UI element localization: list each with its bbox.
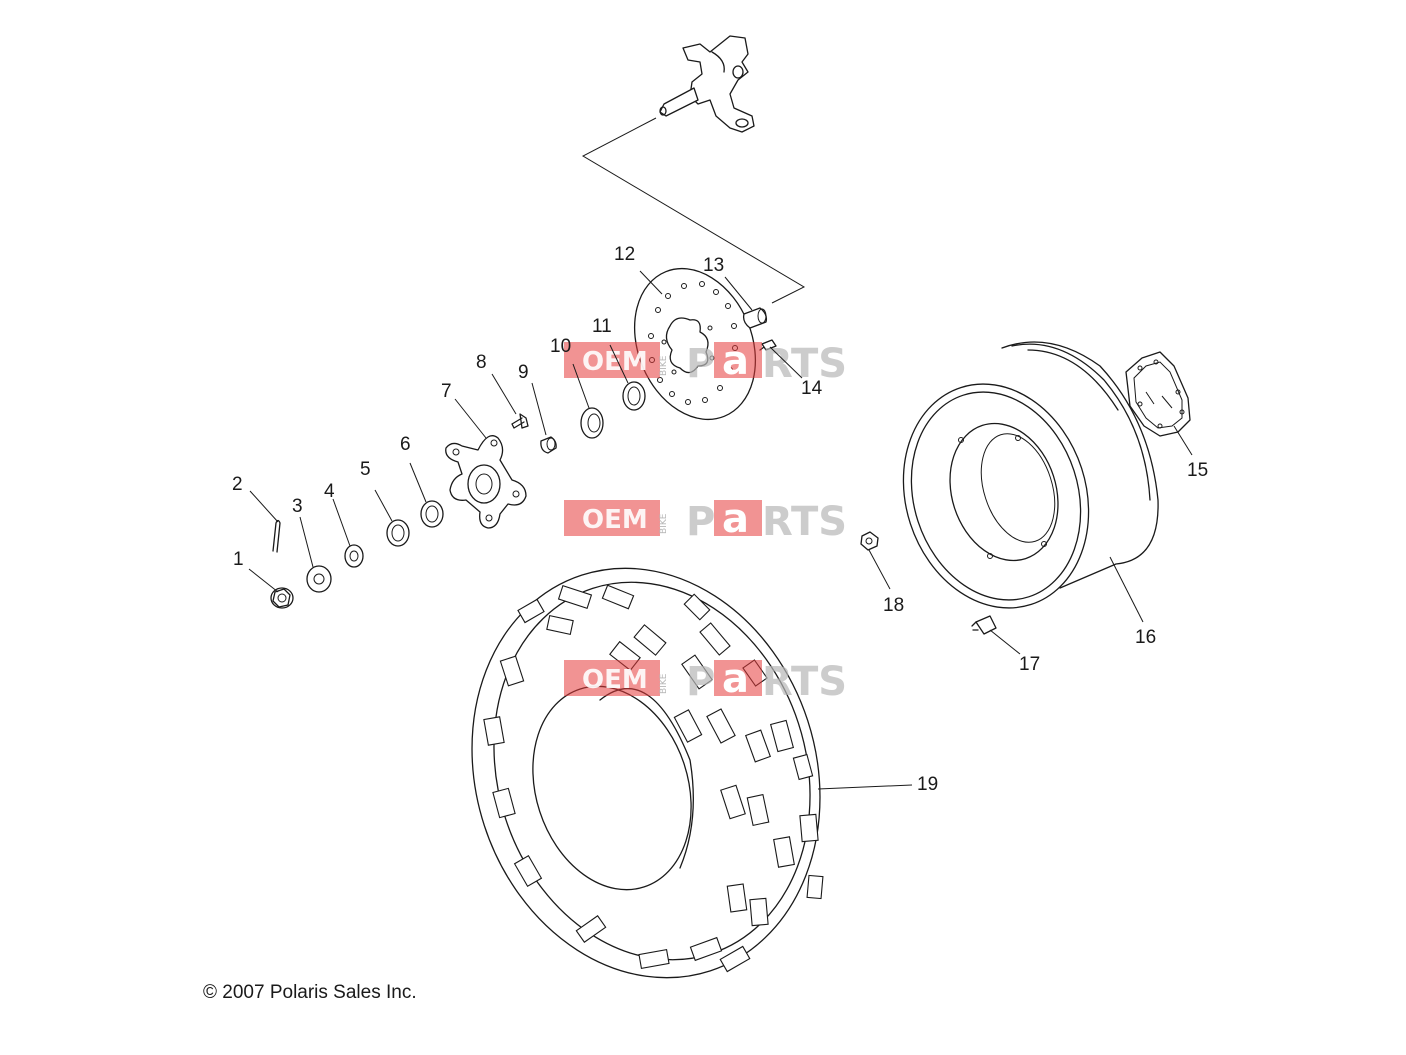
part-17-valve-stem	[971, 615, 997, 635]
svg-text:P: P	[686, 659, 715, 705]
part-18-lug-nut	[860, 531, 879, 551]
copyright-notice: © 2007 Polaris Sales Inc.	[203, 982, 417, 1003]
part-10-bearing	[580, 407, 604, 439]
callout-16: 16	[1135, 627, 1156, 648]
callout-10: 10	[550, 336, 571, 357]
svg-text:BIKE: BIKE	[659, 673, 669, 694]
watermark-bottom: OEM BIKE P a RTS	[564, 656, 847, 705]
part-11-seal	[622, 381, 646, 411]
svg-text:RTS: RTS	[762, 499, 847, 545]
svg-text:BIKE: BIKE	[659, 355, 669, 376]
callout-19: 19	[917, 774, 938, 795]
watermark-top: OEM BIKE P a RTS	[564, 338, 847, 387]
callout-3: 3	[292, 496, 303, 517]
callout-6: 6	[400, 434, 411, 455]
callout-5: 5	[360, 459, 371, 480]
callout-9: 9	[518, 362, 529, 383]
svg-text:a: a	[722, 496, 749, 542]
part-6-bearing	[420, 500, 444, 528]
watermark-middle: OEM BIKE P a RTS	[564, 496, 847, 545]
callout-4: 4	[324, 481, 335, 502]
part-4-spacer	[344, 544, 364, 568]
callout-7: 7	[441, 381, 452, 402]
part-8-stud	[511, 413, 529, 429]
part-1-nut	[270, 587, 294, 609]
part-9-sleeve	[540, 436, 557, 454]
steering-knuckle	[659, 35, 755, 133]
part-19-tire	[471, 567, 824, 979]
svg-text:BIKE: BIKE	[659, 513, 669, 534]
svg-text:a: a	[722, 656, 749, 702]
svg-text:a: a	[722, 338, 749, 384]
svg-text:OEM: OEM	[582, 665, 648, 695]
assembly-guide-line	[581, 117, 806, 304]
callout-2: 2	[232, 474, 243, 495]
callout-18: 18	[883, 595, 904, 616]
svg-text:P: P	[686, 341, 715, 387]
tire-tread-blocks	[483, 584, 824, 973]
callout-14: 14	[801, 378, 823, 399]
callout-11: 11	[592, 316, 612, 337]
svg-text:OEM: OEM	[582, 505, 648, 535]
part-3-washer	[306, 565, 332, 593]
part-15-adapter-plate	[1125, 351, 1191, 437]
svg-text:P: P	[686, 499, 715, 545]
part-7-hub	[445, 435, 527, 529]
part-5-bearing	[386, 519, 410, 547]
callout-labels: 1 2 3 4 5 6 7 8 9 10 11 12 13 14 15 16 1…	[232, 244, 1208, 795]
callout-15: 15	[1187, 460, 1208, 481]
callout-13: 13	[703, 255, 724, 276]
leader-lines	[248, 270, 1193, 790]
callout-17: 17	[1019, 654, 1040, 675]
part-13-sleeve	[742, 307, 768, 329]
callout-1: 1	[233, 549, 244, 570]
part-16-wheel-rim	[902, 341, 1159, 609]
callout-8: 8	[476, 352, 487, 373]
svg-text:OEM: OEM	[582, 347, 648, 377]
svg-text:RTS: RTS	[762, 659, 847, 705]
svg-text:RTS: RTS	[762, 341, 847, 387]
callout-12: 12	[614, 244, 635, 265]
part-2-cotter-pin	[272, 519, 281, 553]
